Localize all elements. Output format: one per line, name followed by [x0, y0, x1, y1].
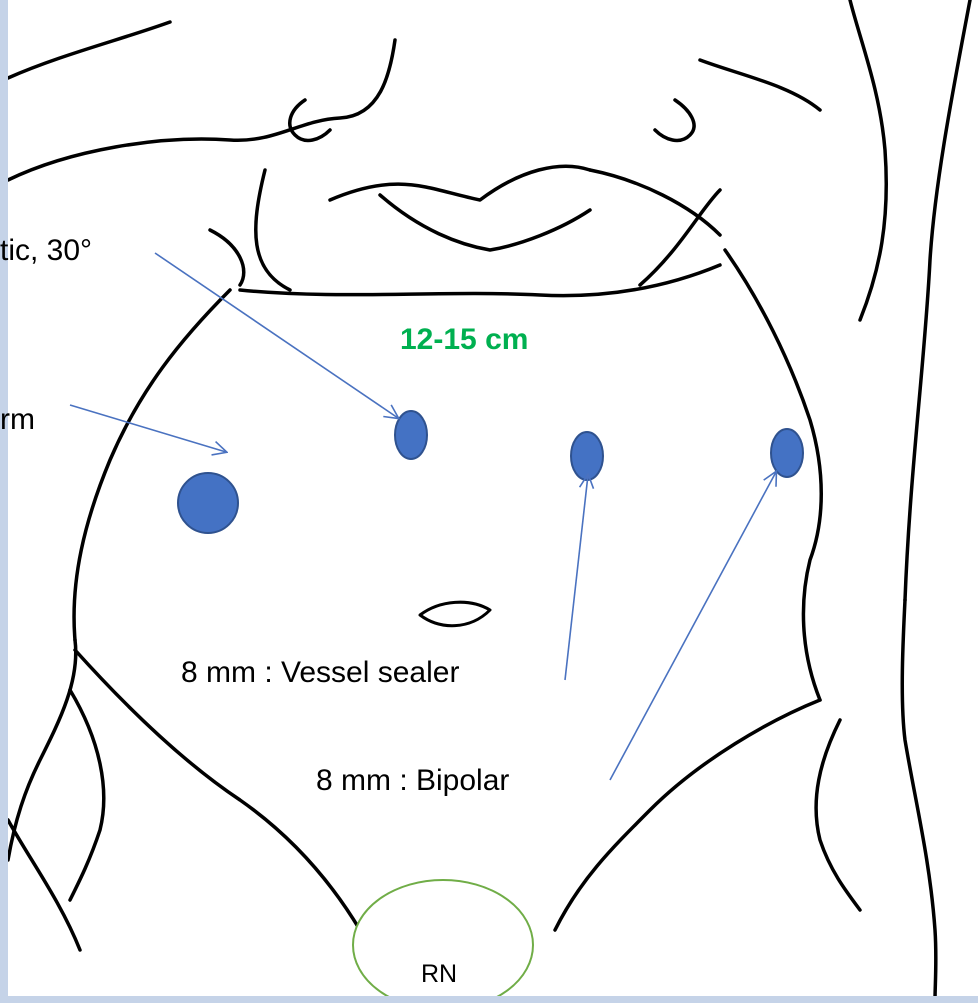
chest-fold-left — [210, 230, 244, 285]
right-arm-outline — [850, 0, 886, 320]
navel — [420, 602, 490, 625]
left-arm-outline — [8, 40, 395, 180]
vessel-sealer-port — [571, 432, 603, 480]
bipolar-port — [771, 429, 803, 477]
rn-label: RN — [421, 962, 457, 987]
left-frame-bar — [0, 0, 8, 1003]
rib-line — [240, 265, 720, 296]
left-thigh — [8, 820, 80, 950]
bipolar-label: 8 mm : Bipolar — [316, 766, 509, 796]
left-hip — [8, 640, 76, 860]
right-breast-b — [655, 100, 694, 140]
vessel-sealer-arrow — [565, 475, 588, 680]
chest-fold-right — [590, 170, 720, 235]
trocar-ports — [178, 411, 803, 533]
right-waist-outline — [725, 250, 821, 700]
camera-port — [395, 411, 427, 459]
distance-label: 12-15 cm — [400, 325, 528, 355]
camera-label: tic, 30° — [0, 236, 92, 266]
left-leg-line — [70, 690, 104, 900]
arm-label: rm — [0, 405, 35, 435]
left-shoulder-outline — [8, 22, 170, 78]
chest-fold-center — [380, 195, 590, 250]
left-waist-outline — [74, 290, 230, 640]
right-leg-line — [816, 720, 860, 910]
bottom-frame-bar — [0, 996, 978, 1003]
camera-arrow — [155, 253, 398, 418]
left-breast — [256, 170, 290, 290]
vessel-sealer-label: 8 mm : Vessel sealer — [181, 658, 459, 688]
right-hip-inner — [555, 700, 820, 930]
right-arm-inner — [700, 60, 820, 110]
right-side-outline — [905, 0, 970, 600]
assistant-port-large — [178, 473, 238, 533]
arm-arrow — [70, 405, 226, 452]
right-side-lower — [902, 600, 936, 1000]
under-bust-line — [330, 166, 590, 200]
